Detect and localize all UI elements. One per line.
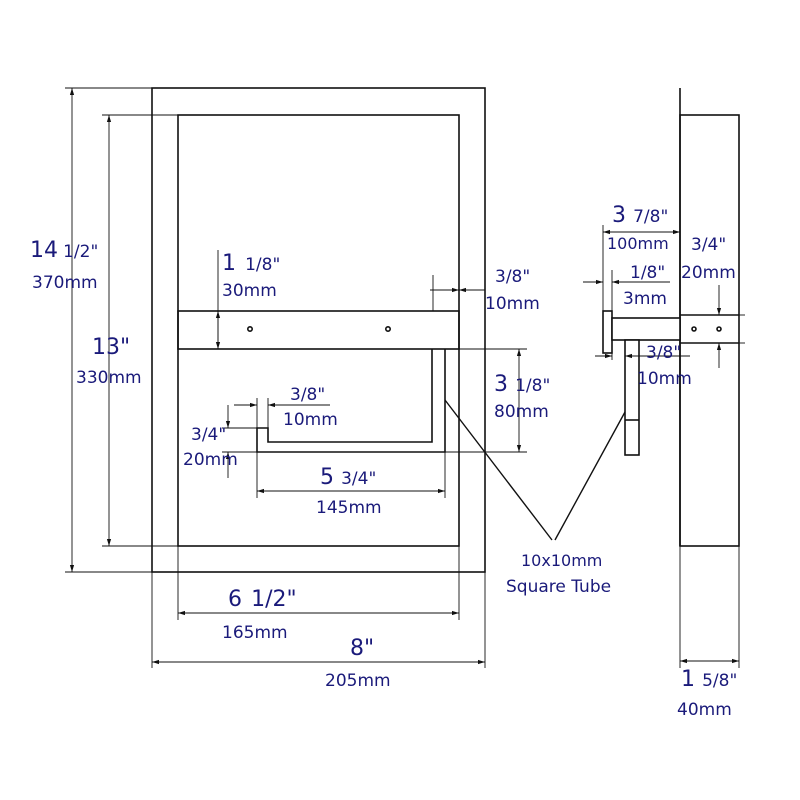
label-holder-height-mm: 80mm bbox=[494, 402, 549, 422]
label-inner-height-mm: 330mm bbox=[76, 368, 142, 388]
label-tip-width-mm: 10mm bbox=[283, 410, 338, 430]
screw-hole-left bbox=[247, 325, 254, 332]
holder-arm-side bbox=[611, 317, 681, 341]
side-screw-hole-1 bbox=[691, 326, 697, 332]
label-total-height-in: 14 1/2" bbox=[30, 238, 98, 263]
dim-total-width bbox=[151, 572, 486, 668]
holder-flange bbox=[602, 310, 613, 354]
label-side-width-in: 1 5/8" bbox=[681, 667, 737, 692]
label-total-width-mm: 205mm bbox=[325, 671, 391, 691]
dim-total-height bbox=[65, 87, 152, 573]
callout-line-2: Square Tube bbox=[506, 577, 611, 597]
label-bar-height-in: 1 1/8" bbox=[222, 251, 280, 276]
dim-flange bbox=[583, 270, 670, 311]
label-bar-depth-in: 3/4" bbox=[691, 235, 726, 255]
holder-post-side bbox=[624, 339, 640, 456]
dim-tip-height bbox=[222, 405, 257, 478]
label-inner-height-in: 13" bbox=[92, 335, 130, 360]
callout-line-1: 10x10mm bbox=[521, 551, 602, 570]
label-holder-height-in: 3 1/8" bbox=[494, 372, 550, 397]
front-view bbox=[151, 87, 486, 573]
label-side-width-mm: 40mm bbox=[677, 700, 732, 720]
label-flange-mm: 3mm bbox=[623, 289, 667, 309]
label-arm-length-mm: 145mm bbox=[316, 498, 382, 518]
screw-hole-right bbox=[384, 325, 391, 332]
side-body bbox=[679, 114, 740, 547]
label-depth-mm: 100mm bbox=[607, 234, 669, 253]
holder-arm bbox=[256, 349, 446, 453]
label-inner-width-mm: 165mm bbox=[222, 623, 288, 643]
side-view bbox=[602, 88, 740, 547]
dim-side-gap bbox=[595, 340, 690, 360]
label-gap-mm: 10mm bbox=[485, 294, 540, 314]
label-inner-width-in: 6 1/2" bbox=[228, 587, 297, 612]
dim-gap bbox=[430, 275, 485, 311]
dim-tip-width bbox=[234, 398, 330, 428]
outer-frame bbox=[151, 87, 486, 573]
dim-arm-length bbox=[256, 452, 446, 498]
label-arm-length-in: 5 3/4" bbox=[320, 465, 376, 490]
dim-inner-height bbox=[102, 114, 178, 547]
label-total-width-in: 8" bbox=[350, 636, 374, 661]
label-tip-width-in: 3/8" bbox=[290, 385, 325, 405]
square-tube-leaders bbox=[444, 399, 626, 541]
label-side-gap-in: 3/8" bbox=[646, 343, 681, 363]
label-flange-in: 1/8" bbox=[630, 263, 665, 283]
label-gap-in: 3/8" bbox=[495, 267, 530, 287]
label-total-height-mm: 370mm bbox=[32, 273, 98, 293]
dim-bar-depth bbox=[716, 285, 745, 368]
label-depth-in: 3 7/8" bbox=[612, 203, 668, 228]
dim-side-width bbox=[679, 546, 740, 668]
inner-recess bbox=[177, 114, 460, 547]
label-tip-height-mm: 20mm bbox=[183, 450, 238, 470]
mounting-bar bbox=[177, 310, 460, 350]
dim-inner-width bbox=[177, 546, 460, 620]
label-side-gap-mm: 10mm bbox=[637, 369, 692, 389]
side-screw-hole-2 bbox=[716, 326, 722, 332]
label-bar-depth-mm: 20mm bbox=[681, 263, 736, 283]
label-tip-height-in: 3/4" bbox=[191, 425, 226, 445]
dim-depth bbox=[602, 225, 680, 311]
label-bar-height-mm: 30mm bbox=[222, 281, 277, 301]
dim-holder-height bbox=[445, 348, 527, 453]
